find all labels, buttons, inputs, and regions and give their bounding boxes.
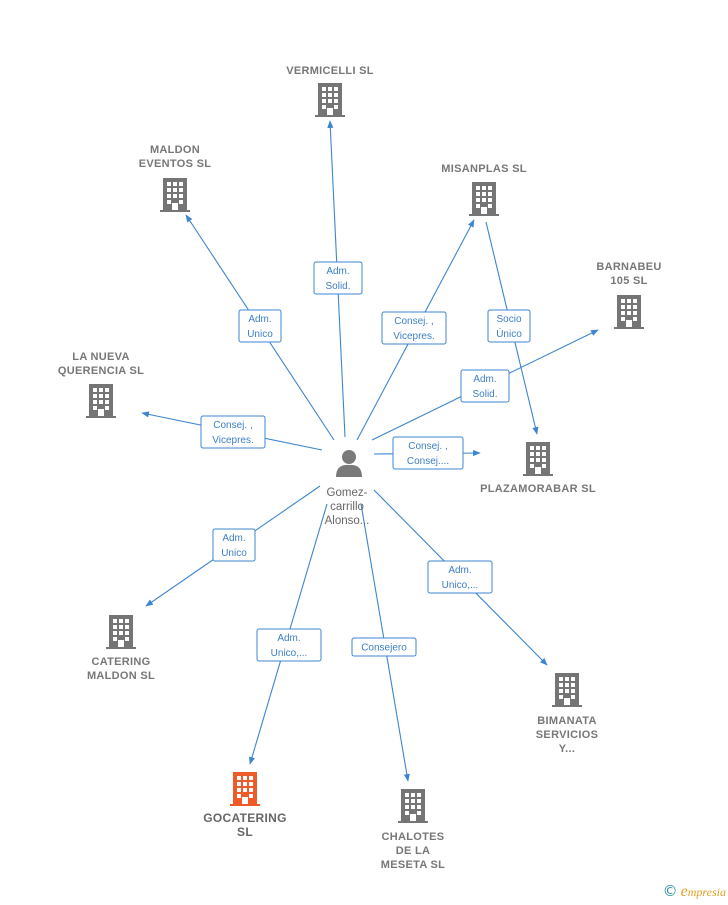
badge-text: Consej. ,: [394, 316, 433, 327]
badge-text: Adm.: [248, 314, 271, 325]
badge-box: [351, 637, 417, 657]
building-icon: [315, 83, 345, 117]
company-node-vermicelli[interactable]: VERMICELLI SL: [286, 65, 374, 117]
company-name: MISANPLAS SL: [441, 163, 527, 175]
badge-text: Unico,...: [271, 648, 308, 659]
badge-text: Consej....: [407, 456, 449, 467]
badge-text: Solid.: [325, 281, 350, 292]
edge-role-badge[interactable]: Adm. Solid.: [313, 261, 363, 295]
badge-box: [460, 369, 510, 403]
badge-text: Vicepres.: [393, 331, 435, 342]
badge-text: Solid.: [472, 389, 497, 400]
company-node-plazamorabar[interactable]: PLAZAMORABAR SL: [480, 442, 596, 495]
building-icon: [614, 295, 644, 329]
badge-text: Adm.: [448, 565, 471, 576]
company-name: LA NUEVA: [72, 351, 129, 363]
badge-box: [200, 415, 266, 449]
badge-box: [238, 309, 282, 343]
badge-text: Unico,...: [442, 580, 479, 591]
badge-text: Consej. ,: [408, 441, 447, 452]
company-node-catering-maldon[interactable]: CATERING MALDON SL: [87, 615, 155, 682]
company-name: QUERENCIA SL: [58, 365, 144, 377]
edge-role-badge[interactable]: Adm. Unico,...: [427, 560, 493, 594]
badge-text: Unico: [221, 548, 247, 559]
badge-text: Adm.: [473, 374, 496, 385]
building-icon: [552, 673, 582, 707]
company-node-bimanata[interactable]: BIMANATA SERVICIOS Y...: [536, 673, 598, 755]
company-name: MALDON SL: [87, 670, 155, 682]
badge-text: Unico: [247, 329, 273, 340]
badge-text: Consej. ,: [213, 420, 252, 431]
company-name: VERMICELLI SL: [286, 65, 374, 77]
building-icon: [469, 182, 499, 216]
person-name: carrillo: [330, 501, 364, 513]
company-name: SERVICIOS: [536, 729, 598, 741]
person-icon: [336, 450, 362, 477]
edge-role-badge[interactable]: Adm. Unico: [238, 309, 282, 343]
building-icon: [230, 772, 260, 806]
company-name: EVENTOS SL: [139, 158, 211, 170]
badge-text: Único: [496, 327, 522, 340]
badge-text: Consejero: [361, 643, 407, 654]
badge-text: Vicepres.: [212, 435, 254, 446]
building-icon: [160, 178, 190, 212]
company-name: GOCATERING: [203, 811, 286, 825]
edge-role-badge[interactable]: Consej. , Vicepres.: [200, 415, 266, 449]
badge-box: [381, 311, 447, 345]
company-name: Y...: [559, 743, 576, 755]
badge-box: [392, 436, 464, 470]
company-name: BARNABEU: [596, 261, 661, 273]
company-name: CHALOTES: [382, 831, 445, 843]
brand-footer: ©empresia: [663, 882, 726, 901]
person-name: Alonso...: [325, 515, 370, 527]
company-name: CATERING: [91, 656, 150, 668]
company-name: PLAZAMORABAR SL: [480, 483, 596, 495]
company-node-maldon-eventos[interactable]: MALDON EVENTOS SL: [139, 144, 211, 212]
company-node-barnabeu[interactable]: BARNABEU 105 SL: [596, 261, 661, 329]
brand-initial: e: [680, 883, 688, 900]
badge-text: Adm.: [326, 266, 349, 277]
badge-box: [487, 309, 531, 343]
person-name: Gomez-: [327, 487, 368, 499]
edge-role-badge[interactable]: Consej. , Consej....: [392, 436, 464, 470]
building-icon: [86, 384, 116, 418]
company-name: SL: [237, 825, 253, 839]
edge-role-badge[interactable]: Adm. Solid.: [460, 369, 510, 403]
badge-text: Socio: [496, 314, 521, 325]
badge-box: [212, 528, 256, 562]
person-node[interactable]: Gomez-carrilloAlonso...: [325, 450, 370, 527]
company-name: MESETA SL: [381, 859, 445, 871]
building-icon: [106, 615, 136, 649]
badge-text: Adm.: [277, 633, 300, 644]
company-node-la-nueva-querencia[interactable]: LA NUEVA QUERENCIA SL: [58, 351, 144, 418]
badge-box: [256, 628, 322, 662]
copyright-icon: ©: [662, 882, 678, 900]
brand-name: mpresia: [687, 885, 726, 899]
company-name: MALDON: [150, 144, 200, 156]
badge-text: Adm.: [222, 533, 245, 544]
company-node-misanplas[interactable]: MISANPLAS SL: [441, 163, 527, 216]
edge-role-badge[interactable]: Adm. Unico: [212, 528, 256, 562]
badge-box: [313, 261, 363, 295]
edge-role-badge[interactable]: Consej. , Vicepres.: [381, 311, 447, 345]
company-name: BIMANATA: [537, 715, 596, 727]
company-name: 105 SL: [610, 275, 647, 287]
company-node-chalotes[interactable]: CHALOTES DE LA MESETA SL: [381, 789, 445, 871]
building-icon: [398, 789, 428, 823]
building-icon: [523, 442, 553, 476]
edge-role-badge[interactable]: Consejero: [351, 637, 417, 657]
company-name: DE LA: [396, 845, 431, 857]
badge-box: [427, 560, 493, 594]
edge-role-badge[interactable]: Adm. Unico,...: [256, 628, 322, 662]
